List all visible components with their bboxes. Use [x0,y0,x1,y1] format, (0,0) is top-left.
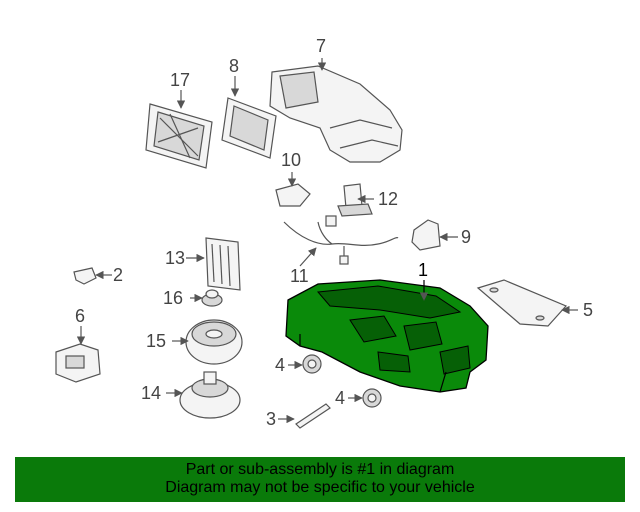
callout-2: 2 [113,265,123,285]
part-13-cabin-filter[interactable] [205,237,241,291]
callout-13: 13 [165,248,185,268]
part-5-cover-plate[interactable] [476,279,568,327]
banner-line-1: Part or sub-assembly is #1 in diagram [185,461,455,478]
callout-4a: 4 [275,355,285,375]
notice-banner: Part or sub-assembly is #1 in diagram Di… [15,457,625,502]
parts-diagram: 17 8 7 10 12 9 11 [55,36,593,429]
callout-10: 10 [281,150,301,170]
banner-line-2: Diagram may not be specific to your vehi… [165,479,475,496]
callout-4b: 4 [335,388,345,408]
part-9-actuator[interactable] [411,219,441,251]
part-4-grommet-left[interactable] [302,354,322,374]
part-10-bracket[interactable] [275,183,311,207]
part-16-grommet[interactable] [201,289,223,307]
callout-17: 17 [170,70,190,90]
part-15-blower-wheel[interactable] [185,319,243,365]
callout-16: 16 [163,288,183,308]
callout-5: 5 [583,300,593,320]
callout-15: 15 [146,331,166,351]
callout-3: 3 [266,409,276,429]
callout-9: 9 [461,227,471,247]
part-8-filter[interactable] [221,97,277,159]
callout-8: 8 [229,56,239,76]
callout-12: 12 [378,189,398,209]
part-4-grommet-right[interactable] [362,388,382,408]
part-3-seal[interactable] [295,403,331,429]
callout-1: 1 [418,260,428,280]
part-7-inlet-duct[interactable] [269,65,403,163]
callout-6: 6 [75,306,85,326]
callout-14: 14 [141,383,161,403]
part-17-filter-frame[interactable] [145,103,213,169]
callout-11: 11 [290,266,309,286]
part-11-wiring-harness[interactable] [283,215,399,265]
part-2-clip[interactable] [73,267,97,285]
part-1-hvac-housing[interactable] [285,279,489,393]
part-6-resistor[interactable] [55,343,101,383]
callout-7: 7 [316,36,326,56]
part-12-module[interactable] [337,183,373,217]
part-14-blower-motor[interactable] [179,371,241,419]
